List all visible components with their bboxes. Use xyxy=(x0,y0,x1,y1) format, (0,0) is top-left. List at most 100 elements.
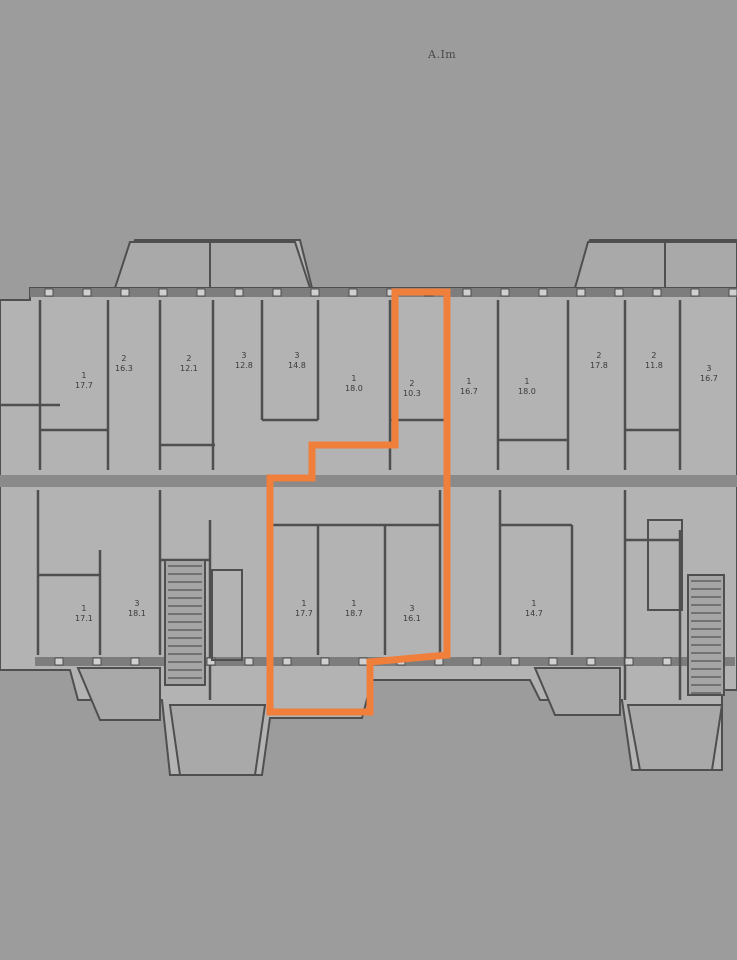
room-area: 18.0 xyxy=(345,384,363,393)
south-window xyxy=(54,657,64,666)
room-number: 3 xyxy=(134,599,140,608)
floor-slab-layer xyxy=(0,239,737,776)
south-balcony-1 xyxy=(76,667,161,721)
elevator-east xyxy=(647,519,683,611)
north-balcony-4 xyxy=(664,241,737,289)
room-area: 14.8 xyxy=(288,361,306,370)
south-window xyxy=(244,657,254,666)
room-area: 10.3 xyxy=(403,389,421,398)
room-area: 18.7 xyxy=(345,609,363,618)
south-window xyxy=(548,657,558,666)
room-area: 11.8 xyxy=(645,361,663,370)
north-window xyxy=(310,288,320,297)
room-number: 1 xyxy=(531,599,537,608)
south-window xyxy=(586,657,596,666)
south-window xyxy=(624,657,634,666)
south-window xyxy=(130,657,140,666)
north-window xyxy=(652,288,662,297)
room-number: 1 xyxy=(301,599,307,608)
room-number: 1 xyxy=(81,371,87,380)
north-window xyxy=(614,288,624,297)
room-area: 18.1 xyxy=(128,609,146,618)
north-balcony-3 xyxy=(573,241,666,289)
room-number: 3 xyxy=(294,351,300,360)
room-number: 3 xyxy=(409,604,415,613)
south-balcony-4 xyxy=(626,704,724,771)
room-number: 1 xyxy=(524,377,530,386)
sheet-label: A.Im xyxy=(428,48,457,61)
north-window xyxy=(538,288,548,297)
room-number: 3 xyxy=(241,351,247,360)
room-number: 2 xyxy=(186,354,192,363)
south-balcony-3 xyxy=(168,704,267,776)
north-window xyxy=(82,288,92,297)
room-area: 17.1 xyxy=(75,614,93,623)
north-window xyxy=(196,288,206,297)
room-number: 2 xyxy=(596,351,602,360)
north-window xyxy=(728,288,737,297)
room-area: 16.1 xyxy=(403,614,421,623)
south-window xyxy=(358,657,368,666)
north-window xyxy=(272,288,282,297)
room-number: 1 xyxy=(81,604,87,613)
room-area: 16.3 xyxy=(115,364,133,373)
north-window xyxy=(234,288,244,297)
room-number: 2 xyxy=(409,379,415,388)
south-window xyxy=(662,657,672,666)
south-window xyxy=(282,657,292,666)
south-window xyxy=(510,657,520,666)
room-number: 1 xyxy=(351,374,357,383)
north-window xyxy=(690,288,700,297)
room-area: 12.8 xyxy=(235,361,253,370)
south-window xyxy=(92,657,102,666)
stair-layer xyxy=(164,519,725,696)
south-window xyxy=(472,657,482,666)
highlighted-apartment-outline[interactable] xyxy=(266,288,451,716)
room-area: 17.8 xyxy=(590,361,608,370)
north-window xyxy=(348,288,358,297)
room-number: 1 xyxy=(351,599,357,608)
north-balcony-1 xyxy=(113,241,211,289)
north-balcony-2 xyxy=(209,241,312,289)
room-area: 17.7 xyxy=(295,609,313,618)
room-area: 17.7 xyxy=(75,381,93,390)
room-number: 1 xyxy=(466,377,472,386)
north-window xyxy=(462,288,472,297)
room-area: 16.7 xyxy=(460,387,478,396)
room-area: 18.0 xyxy=(518,387,536,396)
room-area: 16.7 xyxy=(700,374,718,383)
room-number: 3 xyxy=(706,364,712,373)
stairwell-east xyxy=(687,574,725,696)
north-window xyxy=(500,288,510,297)
room-area: 12.1 xyxy=(180,364,198,373)
south-balcony-2 xyxy=(533,667,621,716)
south-window xyxy=(320,657,330,666)
elevator-west xyxy=(211,569,243,661)
north-window xyxy=(44,288,54,297)
corridor-band xyxy=(0,475,737,487)
room-number: 2 xyxy=(651,351,657,360)
room-number: 2 xyxy=(121,354,127,363)
north-window xyxy=(576,288,586,297)
room-area: 14.7 xyxy=(525,609,543,618)
